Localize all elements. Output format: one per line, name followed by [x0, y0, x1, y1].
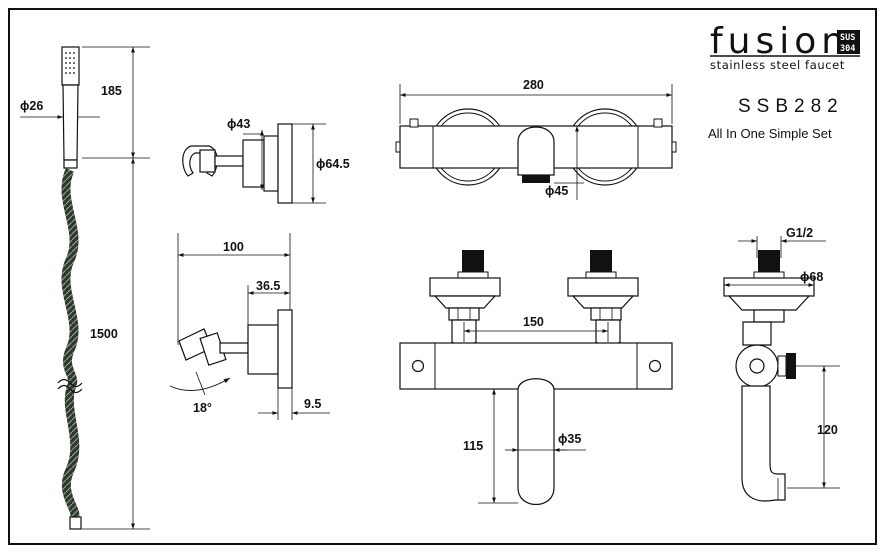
left-inlet-thread — [462, 250, 484, 276]
model-number: SSB282 — [738, 96, 844, 117]
holder-arm-side — [219, 342, 249, 354]
dim-spout-diameter-top: ϕ45 — [545, 184, 568, 198]
spout-aerator — [522, 175, 550, 183]
dim-holder-angle: 18° — [193, 401, 212, 415]
hose-break-mark — [57, 378, 83, 388]
dim-mixer-width: 280 — [523, 78, 544, 92]
holder-flange-side — [277, 309, 293, 389]
hose-connector — [63, 159, 78, 169]
right-escutcheon — [567, 277, 639, 297]
spout-front — [517, 378, 555, 505]
dim-inlet-thread: G1/2 — [786, 226, 813, 240]
dim-outlet-height: 120 — [817, 423, 838, 437]
spout-side — [741, 385, 786, 502]
right-inlet-thread — [590, 250, 612, 276]
spout-top — [517, 126, 555, 176]
dim-holder-flange-thickness: 9.5 — [304, 397, 321, 411]
holder-arm — [214, 155, 244, 167]
drawing-frame — [8, 8, 877, 545]
shower-nozzles — [65, 52, 75, 74]
dim-spout-length: 115 — [463, 439, 483, 453]
brand-name: fusion — [710, 21, 849, 62]
product-description: All In One Simple Set — [708, 126, 832, 141]
shower-handle — [62, 84, 79, 161]
mixer-side-view: G1/2 ϕ68 120 — [723, 226, 840, 502]
sus-badge — [837, 30, 860, 54]
sus-badge-top: SUS — [840, 33, 855, 43]
holder-front-view: ϕ43 ϕ64.5 — [182, 117, 350, 204]
dim-holder-projection: 100 — [223, 240, 244, 254]
dim-holder-diameter: ϕ43 — [227, 117, 250, 131]
side-outlet-thread — [786, 353, 796, 379]
side-inlet-thread — [758, 250, 780, 276]
holder-flange — [277, 123, 293, 204]
brand-block: fusion SUS 304 stainless steel faucet SS… — [708, 21, 860, 141]
right-end-screw — [648, 359, 662, 373]
dim-escutcheon-diameter: ϕ68 — [800, 270, 823, 284]
holder-side-view: 100 36.5 18° 9.5 — [169, 233, 330, 420]
hand-shower-view: ϕ26 185 1500 — [20, 46, 150, 530]
holder-body-side — [247, 324, 279, 375]
hose-end-nut — [69, 516, 82, 530]
dim-hand-shower-diameter: ϕ26 — [20, 99, 43, 113]
dim-hand-shower-length: 185 — [101, 84, 122, 98]
mixer-top-view: 280 ϕ45 — [395, 78, 677, 200]
angle-arc — [169, 377, 231, 391]
dim-holder-depth: 36.5 — [256, 279, 280, 293]
left-escutcheon — [429, 277, 501, 297]
holder-body — [242, 139, 265, 188]
brand-tagline: stainless steel faucet — [710, 58, 845, 72]
dim-inlet-spacing: 150 — [523, 315, 544, 329]
dim-holder-flange-diameter: ϕ64.5 — [316, 157, 350, 171]
sus-badge-bottom: 304 — [840, 44, 855, 54]
braided-hose — [61, 168, 80, 523]
dim-hose-length: 1500 — [90, 327, 118, 341]
dim-spout-diameter: ϕ35 — [558, 432, 581, 446]
mixer-front-view: 150 115 ϕ35 — [399, 250, 673, 505]
left-end-screw — [411, 359, 425, 373]
